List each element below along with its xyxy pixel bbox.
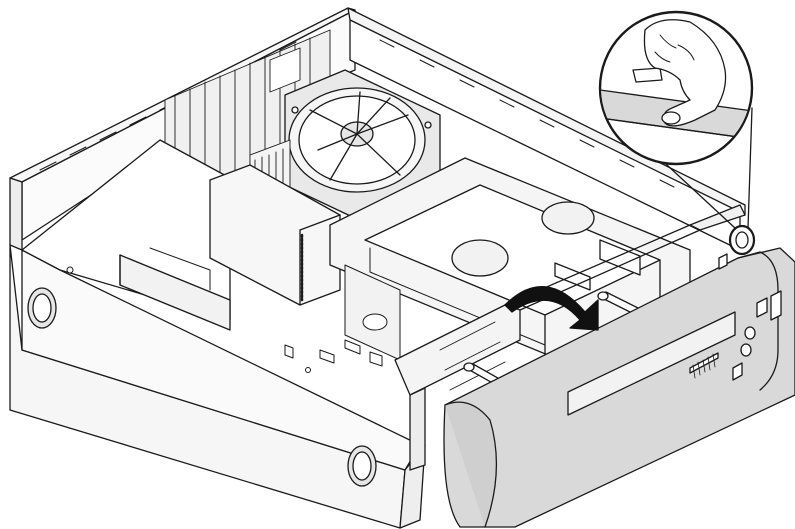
magnifier-callout-icon [598, 10, 754, 229]
front-frame [394, 204, 746, 471]
front-bezel [443, 247, 795, 528]
rear-vent-grille [164, 29, 331, 201]
memory-card [209, 164, 341, 306]
chassis-feet [27, 287, 377, 487]
hand-pressing-tab-icon [627, 13, 727, 127]
drive-bay-cage [329, 157, 691, 361]
rotation-arrow-icon [504, 285, 599, 331]
